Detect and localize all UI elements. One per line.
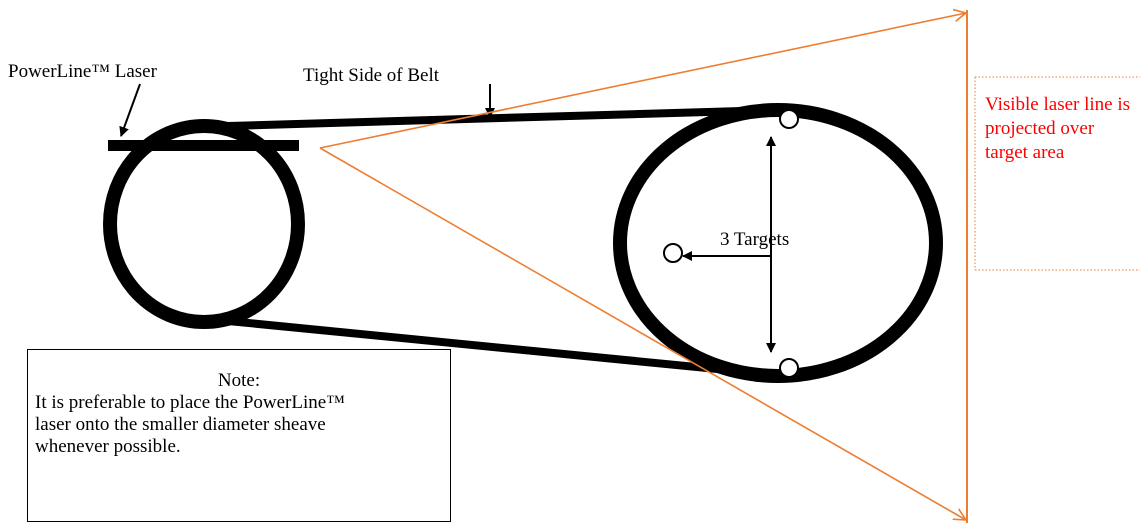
- laser-beam-upper: [319, 13, 966, 149]
- target-top: [779, 109, 799, 129]
- laser-label: PowerLine™ Laser: [8, 61, 157, 82]
- belt-top-line: [227, 106, 776, 130]
- targets-label: 3 Targets: [720, 229, 790, 250]
- note-box: Note: It is preferable to place the Powe…: [27, 349, 451, 522]
- tight-side-label: Tight Side of Belt: [303, 65, 440, 86]
- small-sheave: [103, 119, 305, 329]
- laser-beam-lower: [319, 147, 966, 520]
- note-body: It is preferable to place the PowerLine™…: [35, 392, 345, 457]
- laser-line-note: Visible laser line is projected over tar…: [985, 94, 1131, 163]
- laser-callout-arrow: [119, 83, 141, 137]
- powerline-laser-device: [108, 140, 299, 151]
- target-bottom: [779, 358, 799, 378]
- note-title: Note:: [217, 370, 261, 391]
- large-sheave: [613, 103, 943, 383]
- target-left: [663, 243, 683, 263]
- belt-bottom-line: [227, 317, 779, 379]
